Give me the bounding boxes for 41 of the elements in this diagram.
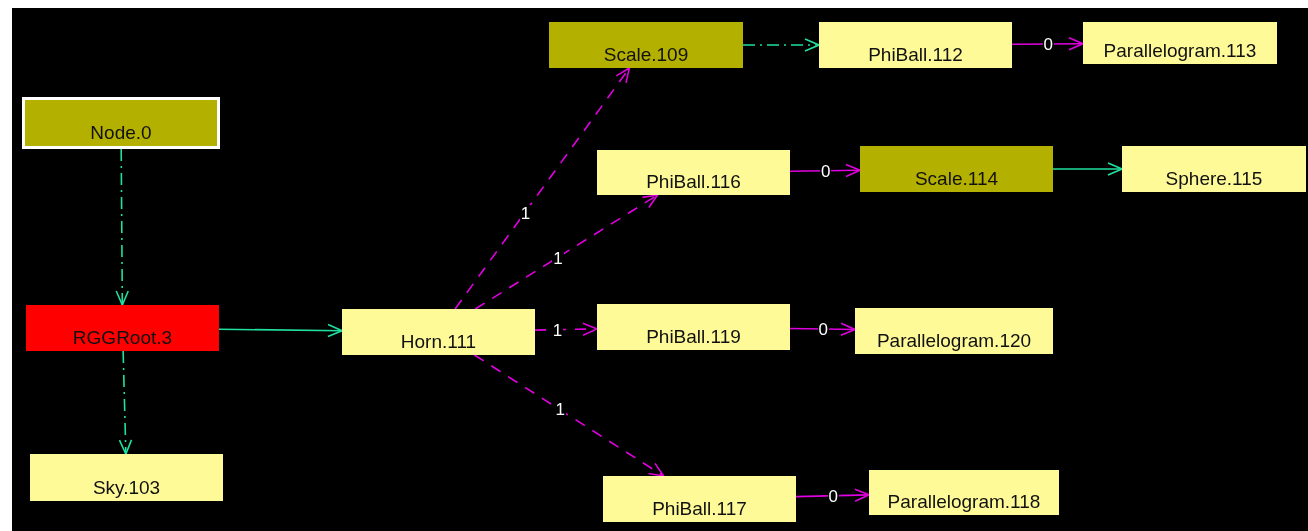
node-label: Parallelogram.113 [1103,40,1257,62]
node-label: Sphere.115 [1165,168,1263,190]
node-box [597,150,790,195]
node-box [603,476,796,522]
node-label: Parallelogram.118 [887,491,1041,513]
node-box [549,22,743,68]
node-label: Node.0 [90,122,152,144]
arrow [474,194,659,310]
node-box [30,454,223,501]
node-box [819,22,1012,68]
arrow [789,322,856,337]
arrow [1011,37,1084,51]
arrow [115,148,130,306]
node-label: PhiBall.117 [652,498,747,520]
node-box [597,304,790,350]
node-box [855,308,1053,354]
node-box [342,309,535,355]
node-box [1083,22,1277,64]
node-box [26,305,219,351]
node-box [1122,146,1306,192]
node-label: RGGRoot.3 [72,327,173,349]
arrow [473,354,665,477]
node-label: PhiBall.112 [868,44,963,66]
arrow [218,323,343,338]
arrow [1052,162,1123,176]
arrow [118,350,133,455]
node-label: Parallelogram.120 [876,330,1032,352]
arrow [534,322,598,336]
node-label: Horn.111 [400,331,477,353]
arrow [795,488,870,502]
node-box [22,97,220,149]
node-box [869,470,1059,515]
arrow [454,67,631,310]
node-label: Scale.114 [914,168,999,190]
arrow [789,163,861,178]
arrow [742,38,820,52]
node-label: PhiBall.116 [646,171,741,193]
node-label: Scale.109 [603,44,689,66]
node-box [860,146,1053,192]
node-label: Sky.103 [92,477,161,499]
node-label: PhiBall.119 [646,326,741,348]
